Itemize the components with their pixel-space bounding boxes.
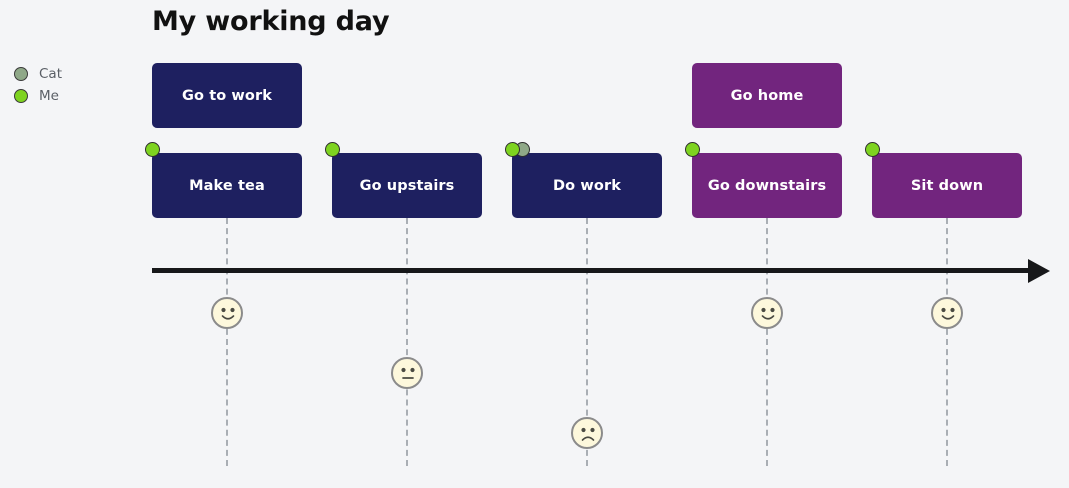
marker-dot-me-icon [325, 142, 340, 157]
guide-line [946, 218, 948, 466]
task-label: Do work [553, 177, 621, 194]
legend-swatch-me-icon [14, 89, 28, 103]
marker-dot-me-icon [505, 142, 520, 157]
task-box[interactable]: Sit down [865, 142, 1022, 218]
guide-line [226, 218, 228, 466]
mood-happy-icon[interactable] [931, 297, 963, 329]
legend-item-me[interactable]: Me [14, 85, 124, 107]
guide-line [406, 218, 408, 466]
task-label: Sit down [910, 177, 984, 194]
task-label: Go to work [181, 87, 272, 104]
task-label: Go home [730, 87, 804, 104]
task-box[interactable]: Go to work [152, 63, 302, 128]
marker-dot-me-icon [145, 142, 160, 157]
legend-item-cat[interactable]: Cat [14, 63, 124, 85]
mood-happy-icon[interactable] [211, 297, 243, 329]
legend-item-label: Cat [39, 66, 62, 82]
legend-item-label: Me [39, 88, 59, 104]
task-box[interactable]: Go home [692, 63, 842, 128]
page-title: My working day [152, 6, 390, 37]
task-label: Make tea [189, 177, 265, 194]
task-box[interactable]: Go downstairs [685, 142, 842, 218]
timeline-axis [152, 268, 1030, 273]
timeline-arrow-icon [1028, 259, 1050, 283]
task-label: Go downstairs [707, 177, 827, 194]
mood-happy-icon[interactable] [751, 297, 783, 329]
guide-line [586, 218, 588, 466]
marker-dot-me-icon [685, 142, 700, 157]
guide-line [766, 218, 768, 466]
mood-sad-icon[interactable] [571, 417, 603, 449]
task-box[interactable]: Go upstairs [325, 142, 482, 218]
task-box[interactable]: Do work [505, 142, 662, 218]
legend-swatch-cat-icon [14, 67, 28, 81]
marker-dot-me-icon [865, 142, 880, 157]
task-label: Go upstairs [359, 177, 455, 194]
mood-neutral-icon[interactable] [391, 357, 423, 389]
task-box[interactable]: Make tea [145, 142, 302, 218]
